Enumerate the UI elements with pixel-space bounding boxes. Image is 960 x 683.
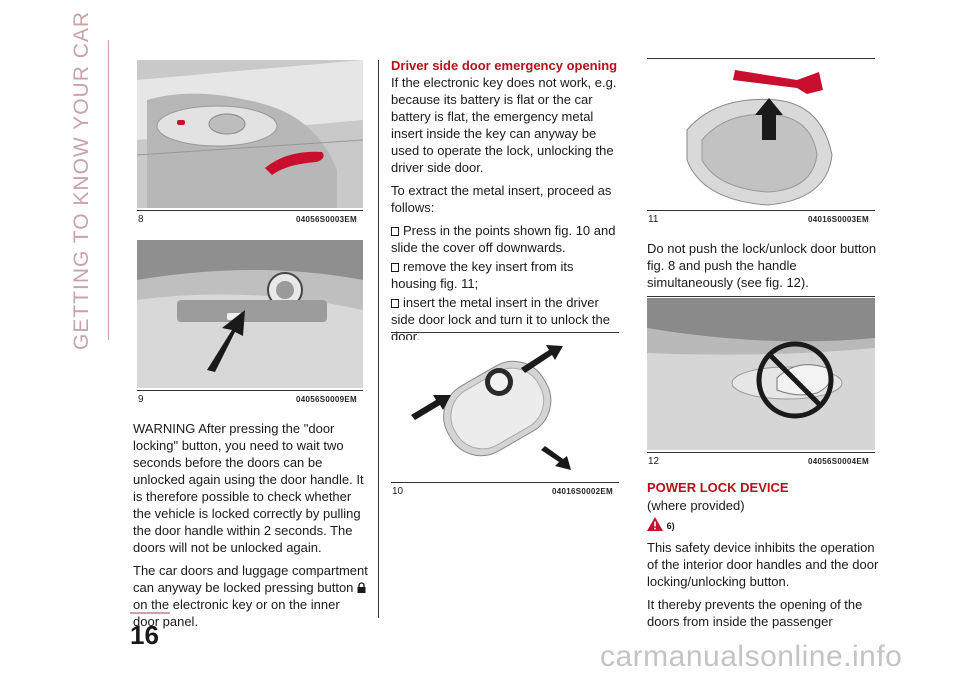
watermark: carmanualsonline.info <box>600 640 903 673</box>
luggage-lock-paragraph: The car doors and luggage compartment ca… <box>133 563 368 629</box>
figure-11-top-rule <box>647 58 875 59</box>
figure-10-top-rule <box>391 332 619 333</box>
column-1-text: WARNING After pressing the "door locking… <box>133 420 369 636</box>
figure-12-no-push-handle <box>647 298 875 450</box>
bullet-item-3: insert the metal insert in the driver si… <box>391 295 610 344</box>
handle-warning-paragraph: Do not push the lock/unlock door button … <box>647 241 877 290</box>
warning-paragraph: WARNING After pressing the "door locking… <box>133 421 364 555</box>
figure-11-code: 04016S0003EM <box>808 215 869 224</box>
figure-9-code: 04056S0009EM <box>296 395 357 404</box>
figure-8-code: 04056S0003EM <box>296 215 357 224</box>
figure-10-number: 10 <box>392 486 404 497</box>
figure-12-number: 12 <box>648 456 660 467</box>
section-side-title: GETTING TO KNOW YOUR CAR <box>70 10 93 350</box>
figure-10-code: 04016S0002EM <box>552 487 613 496</box>
figure-12-top-rule <box>647 296 875 297</box>
bullet-item-2: remove the key insert from its housing f… <box>391 259 574 291</box>
bullet-icon <box>391 227 399 236</box>
figure-8-rule <box>137 210 363 211</box>
figure-9-rule <box>137 390 363 391</box>
emergency-intro-paragraph: If the electronic key does not work, e.g… <box>391 75 617 175</box>
figure-8-number: 8 <box>138 214 144 225</box>
power-lock-paragraph-2: It thereby prevents the opening of the d… <box>647 597 863 629</box>
figure-11-key-insert <box>647 60 875 208</box>
column-3-text: Do not push the lock/unlock door button … <box>647 240 877 297</box>
figure-8-door-handle <box>137 60 363 208</box>
figure-10-key-cover <box>391 340 619 480</box>
bullet-icon <box>391 263 399 272</box>
page-number: 16 <box>130 620 159 650</box>
extract-insert-paragraph: To extract the metal insert, proceed as … <box>391 183 612 215</box>
column-2-text: If the electronic key does not work, e.g… <box>391 74 621 351</box>
figure-12-code: 04056S0004EM <box>808 457 869 466</box>
warning-reference: 6) <box>647 516 879 535</box>
power-lock-heading: POWER LOCK DEVICE <box>647 480 789 495</box>
figure-9-number: 9 <box>138 394 144 405</box>
figure-11-rule <box>647 210 875 211</box>
where-provided-note: (where provided) <box>647 498 745 513</box>
lock-icon <box>357 580 366 593</box>
emergency-opening-heading: Driver side door emergency opening <box>391 58 618 73</box>
column-3-text-lower: (where provided) 6) This safety device i… <box>647 497 879 636</box>
figure-12-rule <box>647 452 875 453</box>
figure-11-number: 11 <box>648 214 659 225</box>
figure-9-tailgate-button <box>137 240 363 388</box>
warning-triangle-icon <box>647 517 663 535</box>
column-divider <box>378 60 379 618</box>
page-number-rule <box>130 612 170 614</box>
side-divider <box>108 40 109 340</box>
power-lock-paragraph-1: This safety device inhibits the operatio… <box>647 540 879 589</box>
figure-10-rule <box>391 482 619 483</box>
bullet-icon <box>391 299 399 308</box>
bullet-item-1: Press in the points shown fig. 10 and sl… <box>391 223 616 255</box>
